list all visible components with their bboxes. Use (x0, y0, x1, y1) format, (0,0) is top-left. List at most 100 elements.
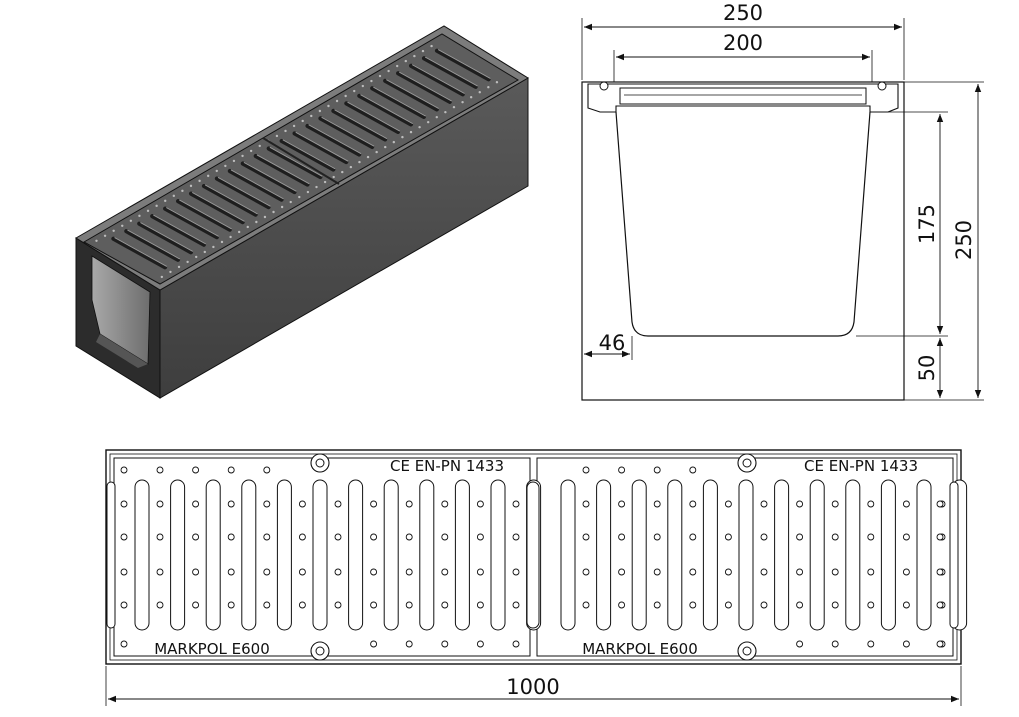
isometric-slot-highlight (321, 116, 375, 147)
grate-slot (312, 479, 328, 631)
isometric-slot-highlight (269, 146, 323, 177)
isometric-slot-highlight (217, 177, 271, 207)
isometric-slot-highlight (192, 192, 245, 222)
isometric-rim-dot (220, 240, 224, 244)
grate-hole (512, 601, 520, 609)
grate-hole (582, 466, 590, 474)
grate-hole (192, 466, 200, 474)
isometric-rim-dot (249, 149, 253, 153)
isometric-rim-dot (323, 180, 327, 184)
isometric-slot-highlight (360, 94, 413, 124)
isometric-rim-dot (418, 125, 421, 129)
grate-hole (653, 533, 661, 541)
isometric-slot (421, 56, 478, 89)
grate-hole (867, 640, 875, 648)
grate-marking-top-left: CE EN-PN 1433 (390, 457, 504, 475)
isometric-slot (305, 123, 362, 157)
isometric-rim-dot (112, 229, 115, 232)
grate-hole (724, 500, 732, 508)
grate-hole (512, 533, 520, 541)
grate-hole (441, 568, 449, 576)
isometric-slot-highlight (334, 109, 388, 139)
grate-hole (405, 640, 413, 648)
isometric-slot (344, 101, 401, 135)
dim-label-base-height: 50 (915, 355, 939, 382)
grate-hole (120, 500, 128, 508)
grate-hole (476, 601, 484, 609)
isometric-grate-joint (262, 137, 340, 185)
plan-grate-holes (120, 466, 946, 648)
isometric-rim-dot (203, 250, 206, 254)
grate-hole (618, 466, 626, 474)
grate-slot (134, 479, 150, 631)
isometric-slot-highlight (295, 131, 349, 162)
isometric-rim-dot (332, 175, 335, 179)
isometric-rim-dot (315, 185, 318, 189)
grate-hole (334, 533, 342, 541)
isometric-slot (383, 78, 439, 112)
isometric-rim-dot (95, 239, 98, 242)
isometric-rim-dot (186, 260, 189, 264)
grate-hole (760, 500, 768, 508)
grate-slot (631, 479, 647, 631)
section-channel-profile (615, 111, 871, 337)
grate-hole (796, 533, 804, 541)
isometric-rim-dot (404, 59, 407, 63)
grate-hole (441, 601, 449, 609)
isometric-rim-dot (195, 255, 198, 259)
isometric-slot (227, 168, 284, 202)
isometric-rim-dot (129, 219, 133, 223)
grate-hole (653, 601, 661, 609)
dim-label-body-height: 175 (915, 204, 939, 244)
grate-slot (490, 479, 506, 631)
isometric-slot (150, 214, 206, 247)
isometric-rim-dot (413, 54, 416, 58)
isometric-rim-dot (495, 81, 499, 84)
grate-slot (774, 479, 790, 631)
grate-hole (263, 500, 271, 508)
isometric-rim-dot (177, 265, 181, 269)
grate-hole (263, 533, 271, 541)
isometric-rim-dot (375, 150, 378, 154)
grate-slot (916, 479, 932, 631)
section-grate (619, 87, 867, 105)
isometric-rim-dot (284, 129, 287, 133)
grate-hole (405, 601, 413, 609)
isometric-rim-dot (298, 195, 301, 199)
grate-slot (454, 479, 470, 631)
bolt-icon (310, 453, 330, 473)
grate-hole (902, 533, 910, 541)
isometric-slot (240, 161, 297, 195)
grate-slot (106, 481, 116, 629)
grate-slot (667, 479, 683, 631)
grate-hole (476, 640, 484, 648)
isometric-slot-highlight (412, 64, 465, 94)
isometric-slot-highlight (386, 79, 439, 109)
isometric-rim-dot (241, 154, 244, 158)
isometric-rim-dot (215, 169, 218, 173)
isometric-rim-dot (361, 84, 365, 88)
grate-hole (405, 500, 413, 508)
grate-hole (156, 533, 164, 541)
isometric-slot (266, 146, 323, 180)
grate-hole (582, 500, 590, 508)
grate-slot (949, 481, 959, 629)
grate-slot (880, 479, 896, 631)
isometric-slot-highlight (153, 214, 206, 245)
grate-slot (383, 479, 399, 631)
plan-view-grate: CE EN-PN 1433 MARKPOL E600 CE EN-PN 1433… (105, 449, 968, 706)
grate-hole (298, 601, 306, 609)
isometric-slot-highlight (347, 101, 401, 132)
isometric-rim-dot (301, 119, 304, 123)
isometric-rim-dot (461, 100, 464, 104)
grate-hole (653, 466, 661, 474)
isometric-slot (408, 63, 465, 97)
grate-hole (724, 601, 732, 609)
dim-label-wall-offset: 46 (599, 331, 626, 355)
isometric-rim-dot (401, 135, 404, 139)
grate-hole (192, 533, 200, 541)
grate-hole (724, 568, 732, 576)
grate-hole (867, 568, 875, 576)
grate-hole (405, 533, 413, 541)
grate-slot (560, 479, 576, 631)
